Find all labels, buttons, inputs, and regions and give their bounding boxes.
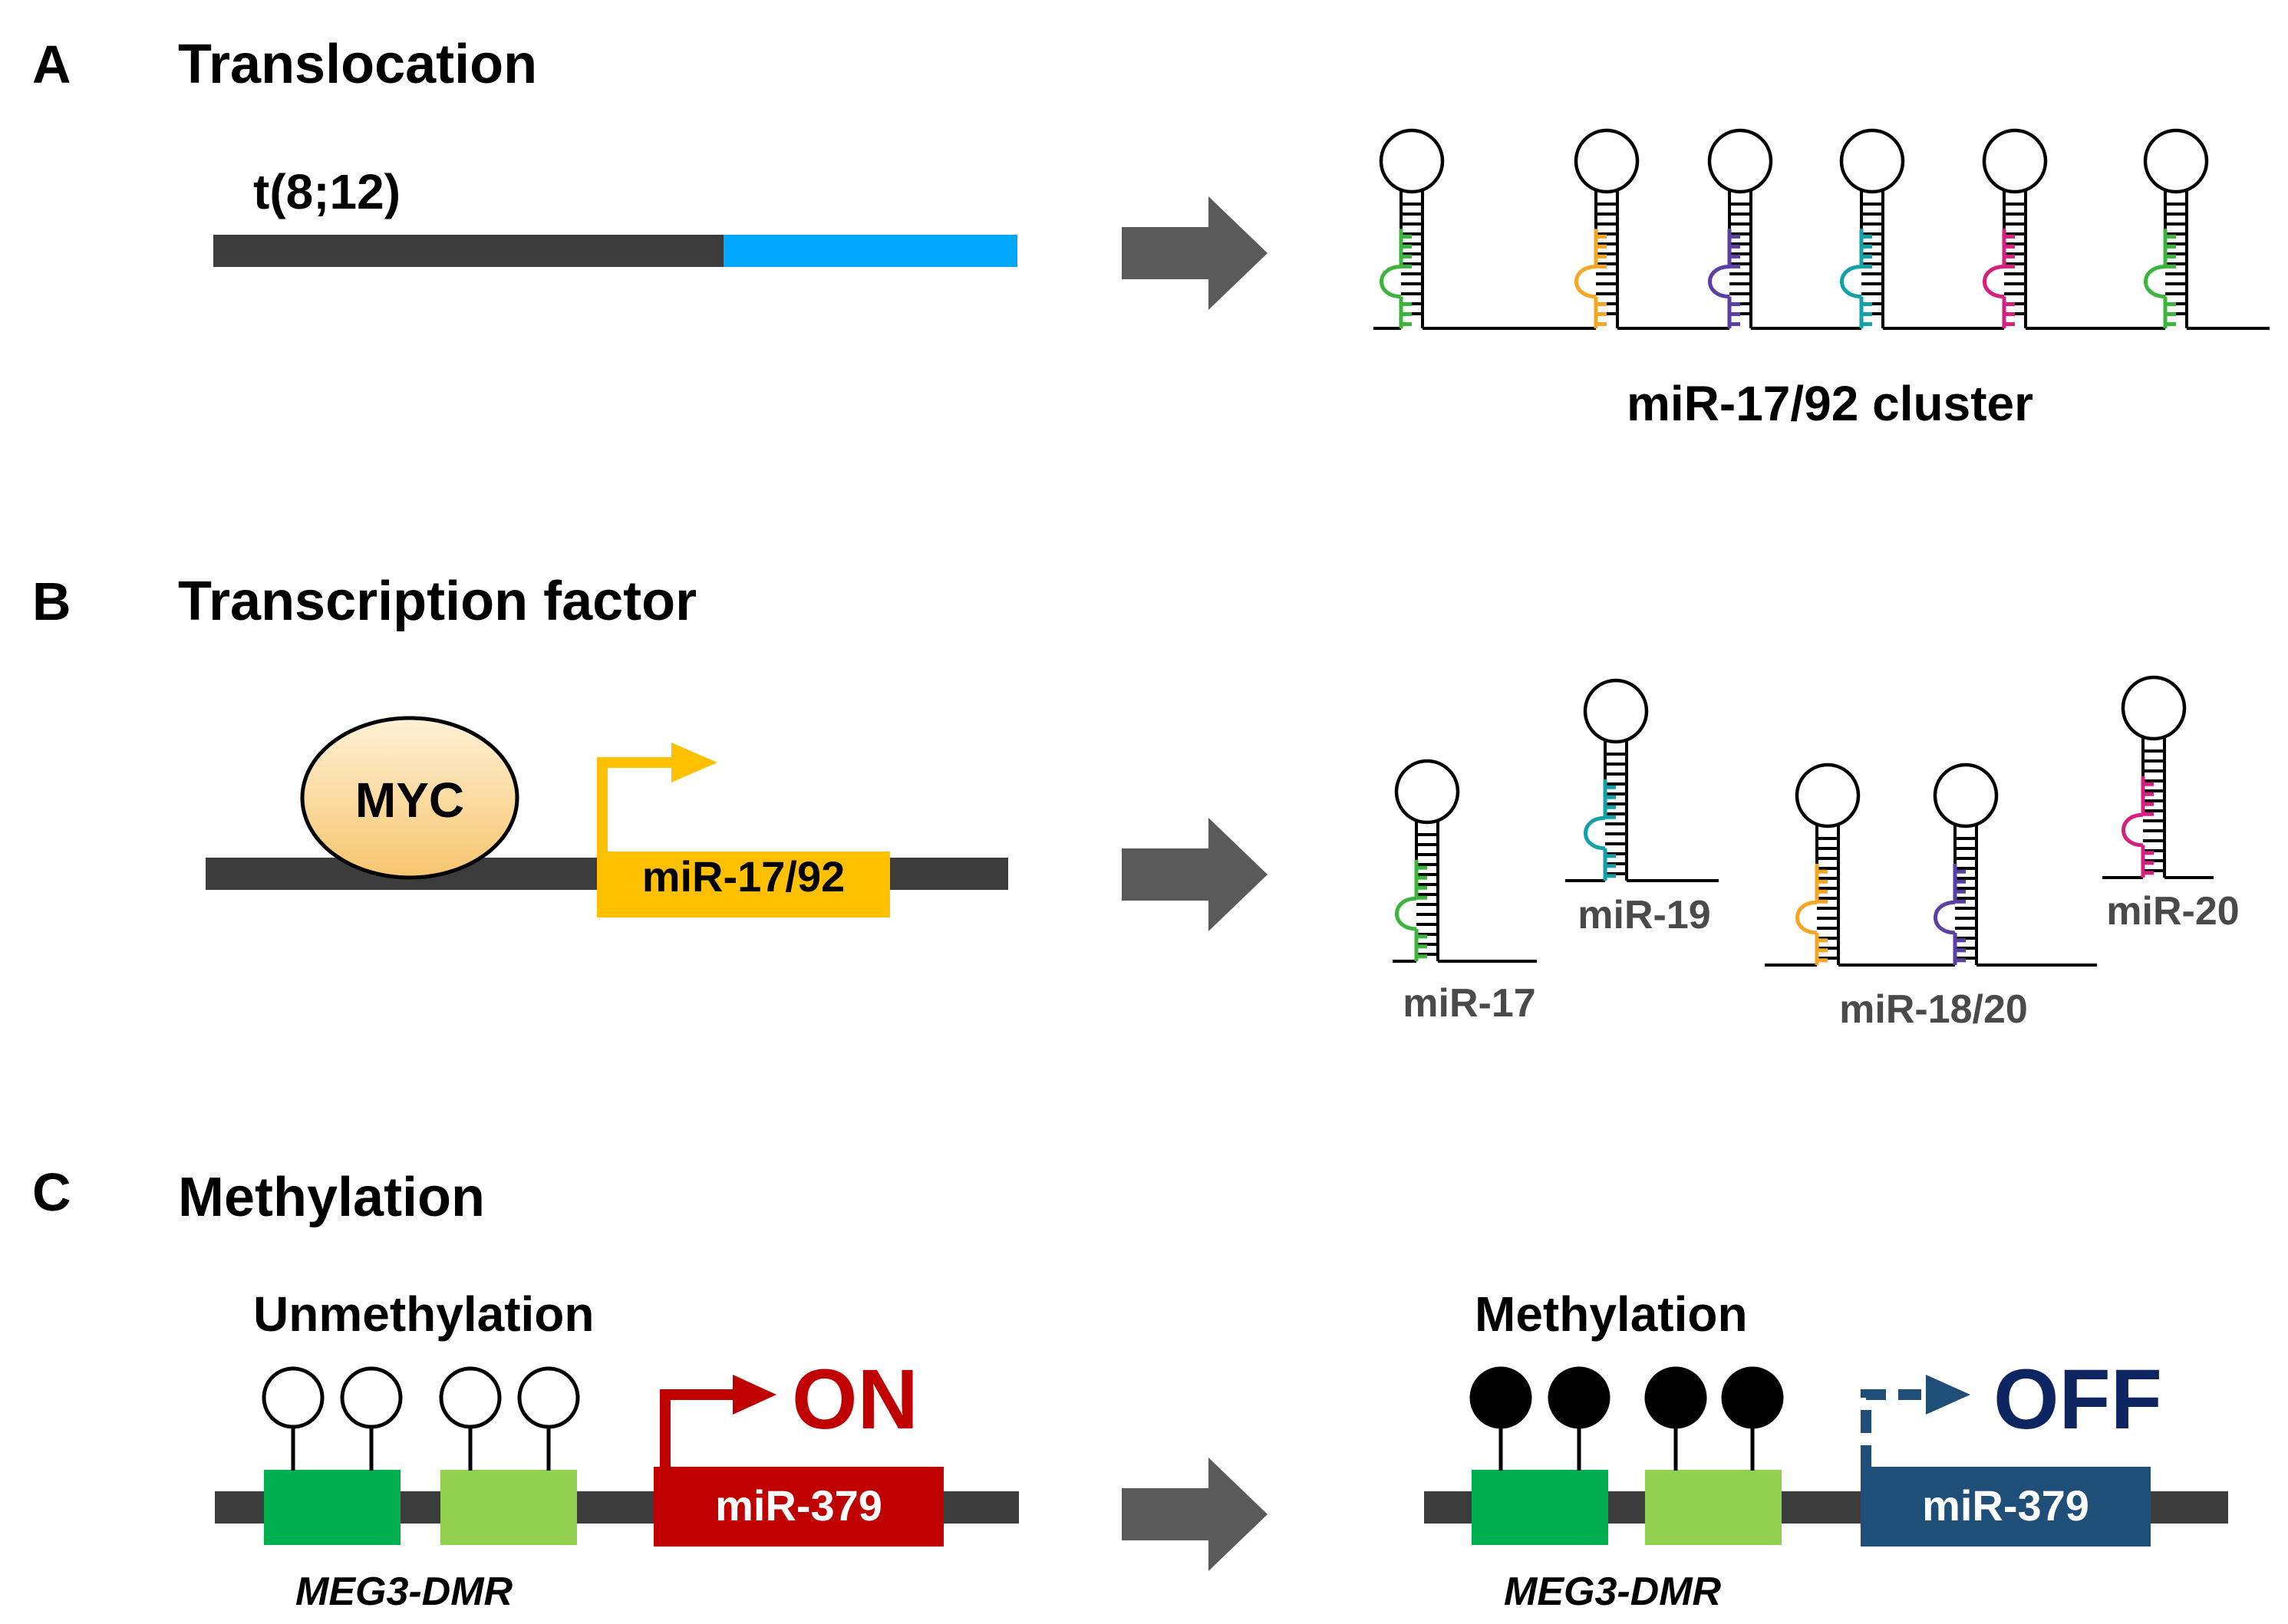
status-off: OFF <box>1993 1352 2162 1447</box>
mir-19-label: miR-19 <box>1578 893 1710 937</box>
hairpin-loop <box>1379 128 1445 194</box>
unmethylated-cpg-icon <box>262 1366 325 1429</box>
hairpin-loop <box>2143 128 2209 194</box>
mir-cluster-diagram <box>1373 128 2270 330</box>
hairpin-loop <box>1583 678 1649 744</box>
arrow-b <box>1122 818 1268 931</box>
hairpin <box>1707 128 1773 328</box>
methylated-cpg-icon <box>1644 1366 1707 1429</box>
methylated-cpg-icon <box>1469 1366 1532 1429</box>
hairpin-loop <box>1574 128 1640 194</box>
mir-17-92-gene <box>597 852 890 917</box>
mirna-hairpins <box>1393 675 2214 967</box>
mature-mirna-bulge <box>1574 265 1597 299</box>
meg3-dmr-label-right: MEG3-DMR <box>1504 1570 1722 1614</box>
hairpin <box>2143 128 2209 328</box>
status-on: ON <box>792 1352 918 1447</box>
cluster-label: miR-17/92 cluster <box>1627 376 2033 431</box>
promoter-arrow-head-on <box>733 1375 776 1415</box>
mir-379-label-right: miR-379 <box>1922 1481 2089 1530</box>
mature-mirna-bulge <box>1983 265 2005 299</box>
dmr-block-2 <box>440 1470 577 1545</box>
hairpin <box>1982 128 2048 328</box>
panel-a-title: Translocation <box>178 34 537 95</box>
mature-mirna-bulge <box>1708 265 1730 299</box>
hairpin-loop <box>1933 763 1999 828</box>
unmethylated-locus: Unmethylation miR-379 ON MEG3-DMR <box>215 1286 1019 1614</box>
panel-c: C Methylation Unmethylation miR-379 ON M… <box>32 1162 2228 1614</box>
unmethylated-cpg-icon <box>439 1366 502 1429</box>
promoter-arrow-head-off <box>1926 1375 1970 1415</box>
myc-label: MYC <box>355 772 464 828</box>
translocation-label: t(8;12) <box>253 164 401 219</box>
hairpin-mir-18 <box>1795 763 1861 965</box>
mir-379-gene-on <box>654 1467 944 1547</box>
panel-b-letter: B <box>32 572 71 631</box>
mir-379-label-left: miR-379 <box>715 1481 882 1530</box>
unmethylation-label: Unmethylation <box>253 1286 594 1342</box>
hairpin-mir-20b <box>2121 675 2187 878</box>
hairpin-loop <box>2121 675 2187 741</box>
mature-mirna-bulge <box>1840 265 1862 299</box>
hairpin-loop <box>1394 759 1460 825</box>
arrow-a <box>1122 196 1268 310</box>
dmr-block-4 <box>1645 1470 1782 1545</box>
unmethylated-cpg-sites <box>262 1366 580 1471</box>
methylated-cpg-sites <box>1469 1366 1784 1471</box>
panel-a-letter: A <box>32 35 71 94</box>
panel-b: B Transcription factor MYC miR-17/92 miR… <box>32 571 2240 1032</box>
hairpin-mir-17 <box>1394 759 1460 961</box>
meg3-dmr-label-left: MEG3-DMR <box>295 1570 513 1614</box>
panel-b-title: Transcription factor <box>178 571 697 632</box>
mature-mirna-bulge <box>1380 265 1402 299</box>
mature-mirna-bulge <box>2144 265 2166 299</box>
promoter-arrow-head-b <box>671 743 717 782</box>
hairpin <box>1839 128 1905 328</box>
hairpin-loop <box>1839 128 1905 194</box>
panel-a: A Translocation t(8;12) miR-17/92 cluste… <box>32 34 2270 431</box>
panel-c-title: Methylation <box>178 1167 485 1228</box>
mir-17-92-gene-label: miR-17/92 <box>642 852 846 901</box>
promoter-arrow-shaft-b <box>597 757 675 853</box>
methylated-locus: Methylation miR-379 OFF MEG3-DMR <box>1424 1286 2228 1614</box>
myc-protein <box>300 716 519 880</box>
chromosome-12-segment <box>724 235 1017 267</box>
promoter-arrow-shaft-on <box>660 1389 737 1468</box>
mir-20-label: miR-20 <box>2106 889 2239 934</box>
mir-379-gene-off <box>1861 1467 2151 1547</box>
hairpin-loop <box>1707 128 1773 194</box>
hairpin <box>1379 128 1445 328</box>
hairpin-mir-19 <box>1583 678 1649 881</box>
panel-c-letter: C <box>32 1162 71 1222</box>
mature-mirna-bulge <box>1795 900 1818 935</box>
chromosome-8-segment <box>213 235 724 267</box>
methylated-cpg-icon <box>1548 1366 1611 1429</box>
dmr-block-1 <box>264 1470 401 1545</box>
dmr-block-3 <box>1472 1470 1608 1545</box>
mature-mirna-bulge <box>1934 900 1956 935</box>
hairpin-loop <box>1795 763 1861 828</box>
promoter-arrow-shaft-off <box>1861 1389 1930 1468</box>
arrow-c <box>1122 1458 1268 1571</box>
mir-17-label: miR-17 <box>1403 981 1535 1026</box>
unmethylated-cpg-icon <box>340 1366 403 1429</box>
hairpin-mir-20a <box>1933 763 1999 965</box>
mature-mirna-bulge <box>1395 896 1417 931</box>
methylation-label: Methylation <box>1475 1286 1748 1342</box>
methylated-cpg-icon <box>1721 1366 1784 1429</box>
hairpin <box>1574 128 1640 328</box>
mature-mirna-bulge <box>2122 812 2144 848</box>
unmethylated-cpg-icon <box>517 1366 580 1429</box>
mir-18-20-label: miR-18/20 <box>1839 987 2028 1032</box>
mature-mirna-bulge <box>1584 815 1606 851</box>
hairpin-loop <box>1982 128 2048 194</box>
